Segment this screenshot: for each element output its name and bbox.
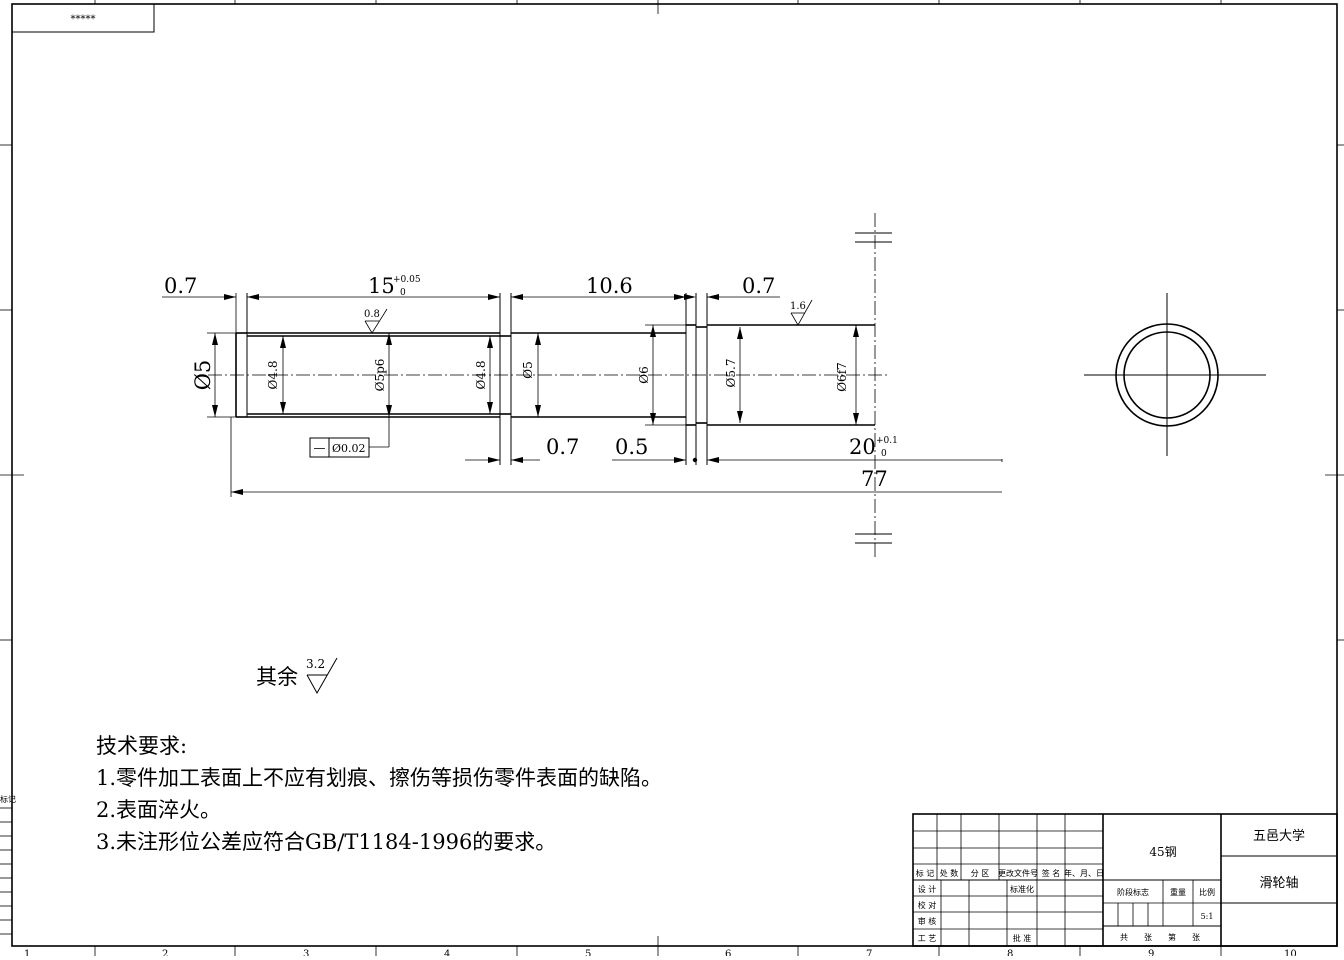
other-value: 3.2 [306, 657, 325, 671]
corner-code-box [11, 3, 155, 33]
dim-77: 77 [861, 467, 888, 491]
shaft-view [207, 213, 1003, 560]
roughness-symbols: 0.8 1.6 [364, 299, 813, 334]
roughness-1: 0.8 [364, 309, 380, 320]
dimension-texts: 0.7 15 +0.05 0 10.6 0.7 0.7 0.5 20 +0.1 … [164, 274, 898, 491]
note-item-2: 2.表面淬火。 [96, 798, 222, 822]
scale: 5:1 [1201, 912, 1214, 921]
dim-15: 15 [368, 274, 395, 298]
stage-mark: 阶段标志 [1117, 887, 1149, 897]
zone-number: 4 [444, 949, 450, 956]
page: 第 [1168, 932, 1176, 942]
sheet-no: 张 [1192, 933, 1200, 942]
tolerance-value: Ø0.02 [332, 442, 366, 455]
zone-number: 1 [24, 949, 30, 956]
dia-4-8-a: Ø4.8 [266, 361, 280, 390]
dim-10-6: 10.6 [586, 274, 633, 298]
dia-5p6: Ø5p6 [373, 359, 387, 392]
row-design: 设 计 [918, 884, 937, 894]
zone-number: 9 [1148, 949, 1154, 956]
dim-20-tol-upper: +0.1 [876, 436, 898, 446]
dim-20-tol-lower: 0 [881, 449, 887, 459]
zone-number: 10 [1284, 949, 1297, 956]
row-check: 校 对 [918, 900, 937, 910]
zone-number: 2 [162, 949, 168, 956]
sheets: 张 [1144, 933, 1152, 942]
dim-20: 20 [849, 435, 876, 459]
row-review: 审 核 [918, 916, 937, 926]
dim-0-7-left: 0.7 [164, 274, 197, 298]
part-name: 滑轮轴 [1259, 876, 1298, 891]
dia-5-b: Ø5 [521, 361, 535, 378]
end-view [1084, 293, 1266, 456]
zone-number: 6 [725, 949, 731, 956]
dimension-lines [162, 294, 1002, 495]
tolerance-symbol: — [314, 441, 326, 455]
dia-6f7: Ø6f7 [835, 362, 849, 392]
roughness-symbol [790, 299, 813, 326]
zone-numbers: 1 2 3 4 5 6 7 8 9 10 [24, 949, 1297, 960]
approve: 批 准 [1013, 933, 1032, 943]
zone-number: 5 [585, 949, 591, 956]
ratio: 比例 [1199, 887, 1215, 897]
dim-0-7-bottom: 0.7 [546, 435, 579, 459]
roughness-2: 1.6 [790, 301, 806, 312]
weight: 重量 [1170, 887, 1186, 897]
col-doc: 更改文件号 [998, 868, 1038, 878]
zone-number: 8 [1007, 949, 1013, 956]
notes-heading: 技术要求: [96, 734, 188, 758]
tolerance-frame: — Ø0.02 [309, 437, 370, 458]
corner-code: ***** [71, 14, 96, 25]
material: 45钢 [1149, 845, 1176, 859]
other-roughness: 其余 3.2 [256, 657, 338, 695]
col-mark: 标 记 [916, 868, 935, 878]
dim-15-tol-upper: +0.05 [393, 275, 421, 285]
dia-4-8-b: Ø4.8 [474, 361, 488, 390]
note-item-1: 1.零件加工表面上不应有划痕、擦伤等损伤零件表面的缺陷。 [96, 766, 663, 790]
side-label: 标记 [0, 794, 16, 804]
zone-number: 3 [303, 949, 309, 956]
zone-number: 7 [866, 949, 872, 956]
dim-15-tol-lower: 0 [400, 288, 406, 298]
note-item-3: 3.未注形位公差应符合GB/T1184-1996的要求。 [96, 830, 557, 854]
dim-0-5: 0.5 [615, 435, 648, 459]
col-zone: 分 区 [971, 869, 990, 878]
col-date: 年、月、日 [1064, 868, 1104, 878]
total: 共 [1120, 933, 1128, 942]
technical-requirements: 技术要求: 1.零件加工表面上不应有划痕、擦伤等损伤零件表面的缺陷。 2.表面淬… [96, 730, 662, 858]
roughness-symbol [364, 308, 388, 334]
standardize: 标准化 [1010, 884, 1034, 894]
col-count: 处 数 [940, 868, 959, 878]
dim-0-7-right: 0.7 [742, 274, 775, 298]
side-table: 标记 [0, 794, 16, 935]
dia-5-main: Ø5 [191, 360, 215, 391]
school-name: 五邑大学 [1253, 828, 1305, 844]
dia-5-7: Ø5.7 [724, 359, 738, 388]
other-label: 其余 [256, 665, 298, 689]
row-process: 工 艺 [918, 934, 937, 943]
title-block-text: 45钢 五邑大学 滑轮轴 5:1 标 记 处 数 分 区 更改文件号 签 名 年… [916, 828, 1305, 943]
title-block [912, 813, 1338, 947]
dia-6: Ø6 [637, 366, 651, 383]
col-sign: 签 名 [1042, 868, 1061, 878]
